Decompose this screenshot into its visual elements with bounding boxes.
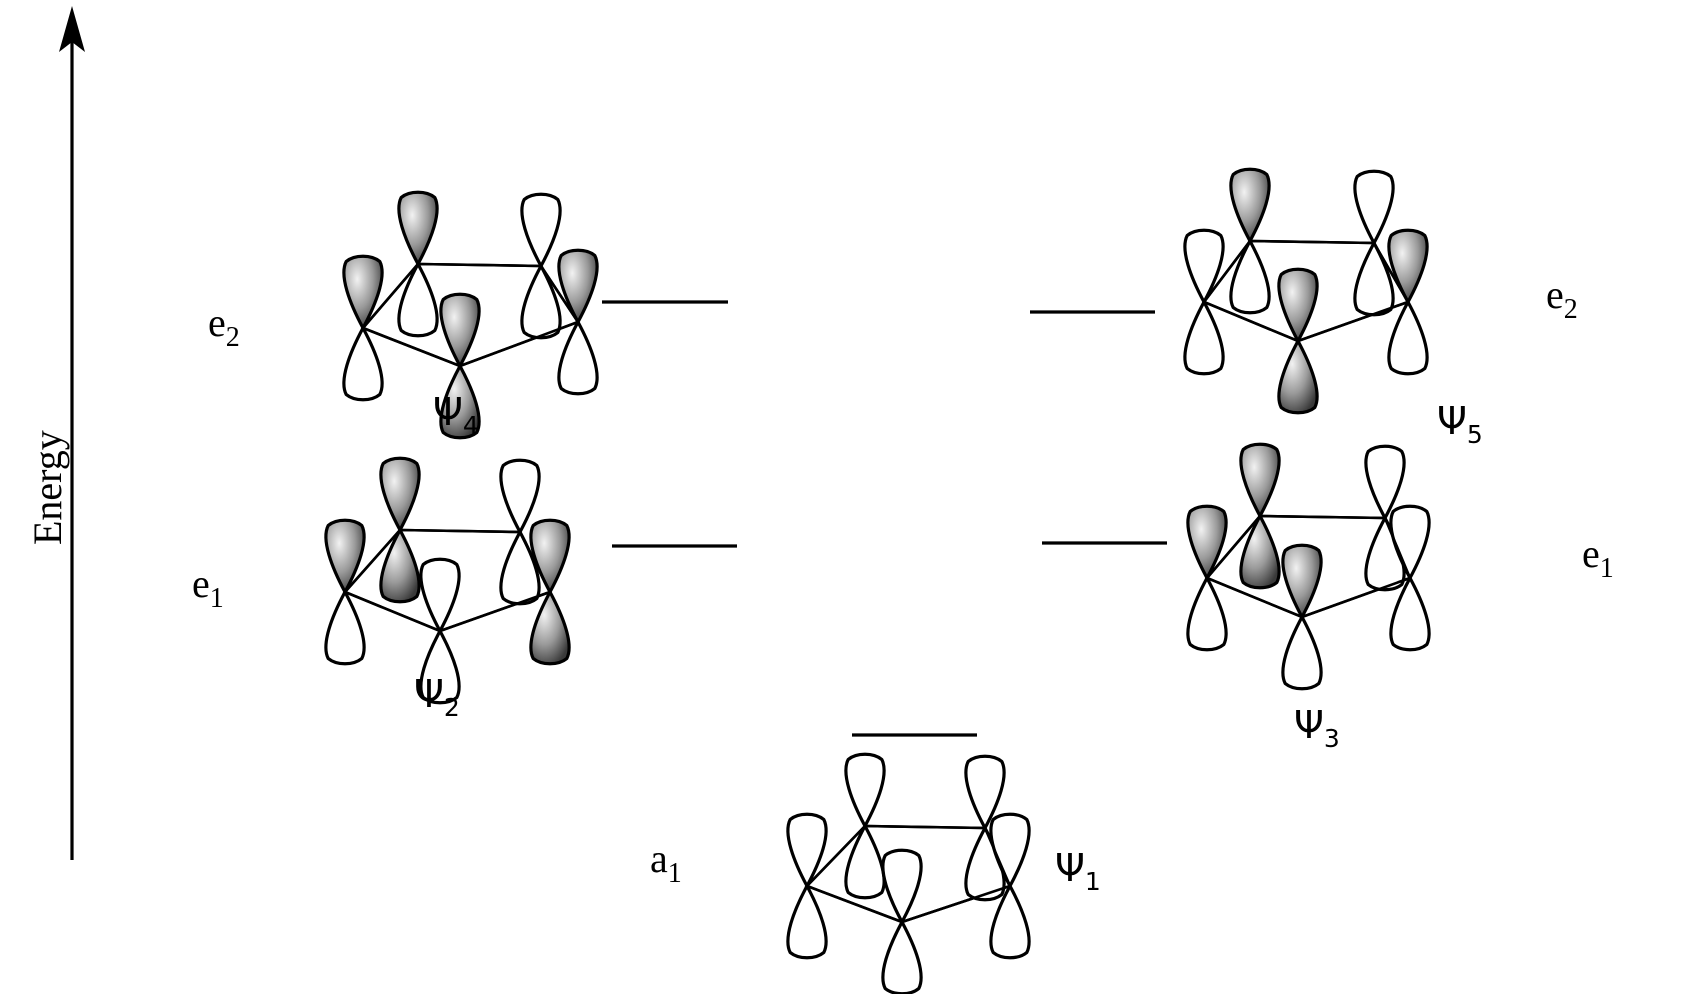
orbital-psi4 [342,190,599,440]
p-orbital-lobe-shaded [379,456,421,532]
symmetry-label-psi1: a1 [650,836,682,889]
p-orbital-lobe-shaded [342,254,384,330]
p-orbital-lobe-white [881,848,923,924]
p-orbital-lobe-shaded [1281,543,1323,619]
p-orbital-lobe-white [786,812,828,888]
orbital-labels: Ψ4 Ψ5 Ψ2 Ψ3 Ψ1 [414,390,1483,896]
orbital-psi5 [1183,167,1429,415]
ring-bonds-front [1201,239,1410,343]
p-orbital-lobe-white [499,458,541,534]
energy-axis: Energy [25,6,85,860]
p-orbital-lobe-white [964,754,1006,830]
p-orbital-lobe-white [419,629,461,705]
p-orbital-lobe-white [342,326,384,402]
label-psi1: Ψ1 [1055,846,1101,896]
p-orbital-lobe-shaded [397,190,439,266]
p-orbital-lobe-white [1186,576,1228,652]
orbital-psi2 [324,456,571,705]
orbital-psi3 [1186,442,1431,691]
p-orbital-lobe-shaded [1239,514,1281,590]
p-orbital-lobe-shaded [529,518,571,594]
p-orbital-lobe-white [1281,615,1323,691]
p-orbital-lobe-shaded [1239,442,1281,518]
p-orbital-lobe-white [844,824,886,900]
p-orbital-lobe-white [1353,169,1395,245]
p-orbital-lobe-shaded [1277,267,1319,343]
p-orbital-lobe-shaded [439,292,481,368]
p-orbital-lobe-shaded [1387,228,1429,304]
p-orbital-lobe-white [881,920,923,994]
symmetry-labels: e2 e2 e1 e1 a1 [192,272,1614,889]
p-orbital-lobe-white [1364,444,1406,520]
energy-axis-label: Energy [25,430,70,545]
p-orbital-lobe-white [1387,300,1429,376]
ring-bonds-front [342,528,552,633]
p-orbital-lobe-shaded [439,364,481,440]
ring-bonds-front [804,824,1012,924]
p-orbital-lobe-white [324,590,366,666]
p-orbital-lobe-white [1353,241,1395,317]
p-orbital-lobe-white [1183,228,1225,304]
symmetry-label-psi5: e2 [1546,272,1578,325]
p-orbital-lobe-shaded [557,248,599,324]
p-orbital-lobe-white [1183,300,1225,376]
p-orbital-lobe-white [397,262,439,338]
energy-axis-arrowhead [59,6,85,52]
p-orbital-lobe-white [557,320,599,396]
p-orbital-lobe-shaded [1229,167,1271,243]
p-orbital-lobe-white [844,752,886,828]
p-orbital-lobe-white [786,884,828,960]
label-psi2: Ψ2 [414,672,460,722]
symmetry-label-psi2: e1 [192,561,224,614]
symmetry-label-psi4: e2 [208,300,240,353]
symmetry-label-psi3: e1 [1582,531,1614,584]
label-psi3: Ψ3 [1294,703,1340,753]
p-orbital-lobe-shaded [379,528,421,604]
p-orbital-lobe-shaded [1277,339,1319,415]
p-orbital-lobe-shaded [529,590,571,666]
energy-levels [602,300,1167,737]
label-psi4: Ψ4 [433,390,479,440]
p-orbital-lobe-shaded [1186,504,1228,580]
p-orbital-lobe-white [989,884,1031,960]
p-orbital-lobe-white [520,264,562,340]
p-orbital-lobe-white [1229,239,1271,315]
p-orbital-lobe-white [1389,576,1431,652]
ring-bonds-front [1204,514,1412,619]
p-orbital-lobe-white [520,192,562,268]
label-psi5: Ψ5 [1437,399,1483,449]
p-orbital-lobe-shaded [324,518,366,594]
p-orbital-lobe-white [419,557,461,633]
ring-bonds-front [360,262,580,368]
orbital-psi1 [786,752,1031,994]
